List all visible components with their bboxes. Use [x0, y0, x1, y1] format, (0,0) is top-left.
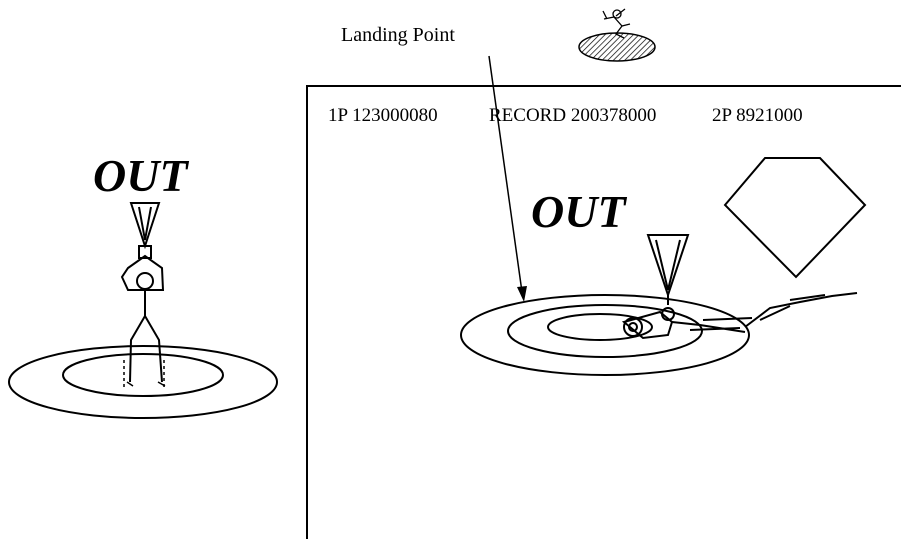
- left-stick-figure: [120, 245, 166, 387]
- hud-record-score: RECORD 200378000: [489, 105, 656, 126]
- skid-trail: [744, 292, 858, 328]
- left-marker-icon: [129, 202, 161, 250]
- screen-landing-target: [460, 294, 750, 376]
- jumper-landing-icon: [578, 8, 656, 62]
- left-out-text: OUT: [93, 150, 189, 201]
- screen-out-text: OUT: [531, 186, 627, 237]
- screen-marker-icon: [646, 234, 690, 305]
- hud-2p-score: 2P 8921000: [712, 105, 803, 126]
- landing-point-arrow: [488, 55, 527, 302]
- landing-point-label: Landing Point: [341, 24, 455, 46]
- home-plate-shape: [723, 157, 867, 279]
- fallen-jumper-figure: [621, 307, 753, 340]
- game-screen-frame: [306, 85, 901, 539]
- left-landing-target: [8, 345, 278, 419]
- hud-1p-score: 1P 123000080: [328, 105, 438, 126]
